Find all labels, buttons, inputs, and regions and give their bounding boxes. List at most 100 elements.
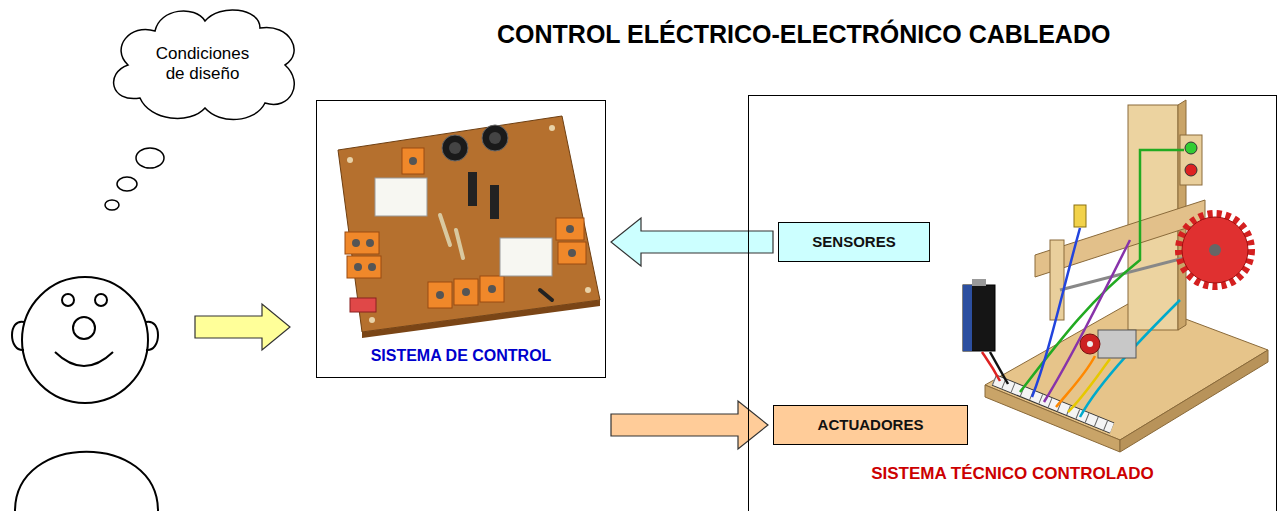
gear	[1179, 214, 1251, 286]
terminal-block	[556, 218, 584, 240]
pcb-board	[369, 317, 375, 323]
terminal-block	[428, 282, 452, 308]
capacitor	[482, 125, 508, 151]
terminal-screw	[488, 285, 496, 293]
controlled-system-box: SISTEMA TÉCNICO CONTROLADO SENSORES ACTUAD…	[748, 95, 1277, 511]
motor	[1080, 334, 1100, 354]
capacitor	[449, 142, 461, 154]
capacitor	[489, 132, 501, 144]
person-figure	[73, 317, 95, 339]
person-figure	[95, 294, 107, 306]
person-figure	[55, 352, 113, 366]
person-figure	[62, 294, 74, 306]
terminal-block	[480, 276, 504, 302]
pcb-board	[338, 116, 600, 332]
terminal-screw	[462, 288, 470, 296]
dip-switch	[350, 298, 376, 312]
gear	[1179, 214, 1251, 286]
terminal-block	[345, 232, 379, 254]
gear	[1182, 217, 1248, 283]
wire	[1080, 300, 1180, 417]
resistor	[440, 215, 463, 258]
transistor	[468, 172, 477, 206]
dip-switch	[350, 298, 376, 312]
led	[1185, 142, 1197, 176]
motor	[1098, 330, 1136, 358]
battery	[972, 279, 986, 286]
motor	[1080, 330, 1136, 358]
terminal-block	[402, 148, 424, 174]
box-label: SISTEMA TÉCNICO CONTROLADO	[871, 464, 1154, 484]
pcb-board	[362, 300, 600, 338]
terminal-block	[454, 279, 478, 305]
battery	[963, 279, 995, 351]
led	[1185, 142, 1197, 154]
person-figure	[12, 277, 158, 511]
terminal-screw	[354, 263, 362, 271]
led	[1185, 164, 1197, 176]
battery	[963, 285, 972, 351]
sensors-box: SENSORES	[778, 222, 930, 262]
limit-switch	[1074, 205, 1086, 227]
actuators-box: ACTUADORES	[773, 405, 968, 445]
wood-base	[985, 300, 1268, 452]
thought-bubble	[105, 200, 119, 210]
transistor	[468, 172, 499, 219]
terminal-screw	[436, 291, 444, 299]
diode	[540, 290, 552, 300]
terminal-screw	[352, 239, 360, 247]
box-label: SISTEMA DE CONTROL	[371, 346, 552, 365]
relay	[375, 178, 427, 216]
person-figure	[146, 322, 158, 350]
limit-switch	[1074, 205, 1086, 227]
input-arrow	[195, 304, 290, 350]
pcb-board	[338, 116, 600, 338]
box-label: SENSORES	[812, 233, 895, 251]
terminal-screw	[566, 225, 574, 233]
wire	[1056, 356, 1095, 407]
control-system-box: SISTEMA DE CONTROL	[316, 100, 606, 378]
person-figure	[15, 452, 158, 511]
wire	[990, 352, 1008, 384]
diagram-title: CONTROL ELÉCTRICO-ELECTRÓNICO CABLEADO	[497, 20, 1110, 49]
frame-beam	[1050, 240, 1064, 320]
back-board	[1180, 135, 1202, 185]
thought-bubble	[105, 148, 164, 210]
wire	[982, 150, 1184, 417]
diode	[540, 290, 552, 300]
person-figure	[12, 322, 24, 350]
pcb-board	[347, 157, 353, 163]
motor	[1087, 341, 1093, 347]
thought-bubble	[136, 148, 164, 168]
terminal-screw	[352, 157, 576, 299]
thought-text: Condiciones de diseño	[156, 44, 250, 85]
capacitor	[442, 135, 468, 161]
battery	[963, 285, 995, 351]
terminal-screw	[366, 239, 374, 247]
capacitor	[442, 125, 508, 161]
transistor	[490, 185, 499, 219]
wire	[1044, 240, 1130, 402]
cloud-outline	[114, 10, 295, 120]
wire	[1032, 228, 1080, 397]
terminal-block	[558, 242, 586, 264]
terminal-screw	[368, 263, 376, 271]
terminal-screw	[409, 157, 417, 165]
actuator-signal-arrow	[611, 401, 768, 449]
box-label: ACTUADORES	[818, 416, 924, 434]
thought-cloud: Condiciones de diseño	[100, 3, 305, 125]
terminal-screw	[568, 249, 576, 257]
terminal-block	[347, 256, 381, 278]
relay	[375, 178, 552, 276]
pcb-board	[549, 125, 555, 131]
relay	[500, 238, 552, 276]
thought-bubble	[117, 177, 137, 191]
person-figure	[22, 277, 148, 403]
gear	[1209, 244, 1221, 256]
pcb-board	[585, 287, 591, 293]
title-block: CONTROL ELÉCTRICO-ELECTRÓNICO CABLEADO	[497, 20, 1110, 49]
resistor	[456, 230, 463, 258]
resistor	[440, 215, 450, 245]
terminal-block	[345, 148, 586, 308]
wood-base	[985, 300, 1268, 440]
